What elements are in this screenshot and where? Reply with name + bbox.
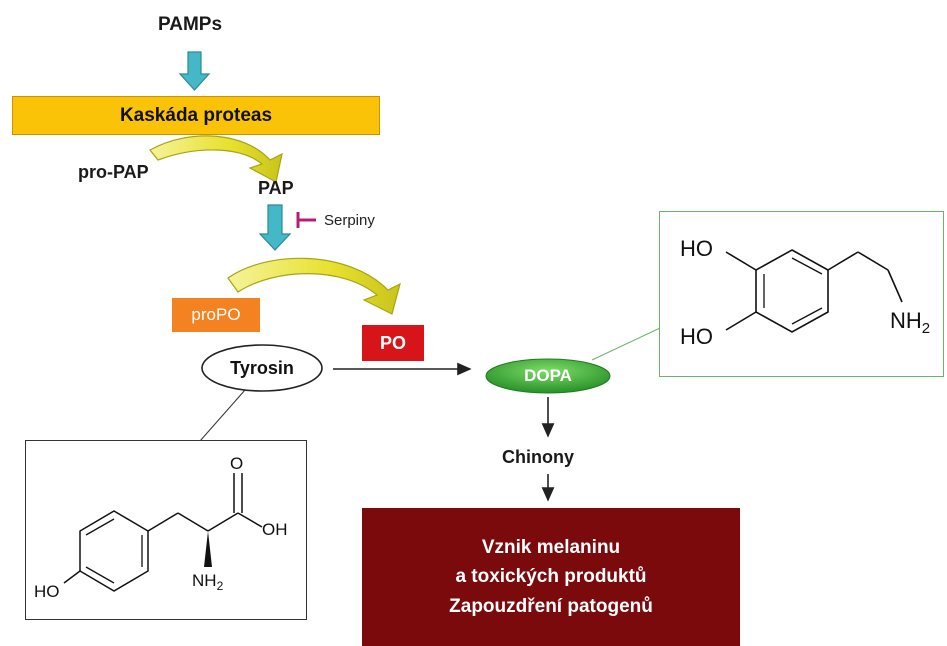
pamps-label: PAMPs <box>158 14 223 35</box>
dopamine-structure-drawing: HO HO NH2 <box>680 236 930 349</box>
curved-arrow-propo-po <box>227 257 401 315</box>
tyrosin-label: Tyrosin <box>230 357 294 378</box>
serpin-inhibition-mark <box>296 212 316 228</box>
tyrosine-nh2-subscript: 2 <box>217 579 224 593</box>
dopamine-nh2-label: NH <box>890 308 922 333</box>
leader-dopa-structure <box>591 327 661 361</box>
po-label: PO <box>379 332 406 353</box>
dopamine-ho-top-label: HO <box>680 236 713 261</box>
tyrosine-structure-drawing: O OH NH2 HO <box>34 454 288 601</box>
dopa-label: DOPA <box>524 366 572 385</box>
propo-label: proPO <box>191 305 241 324</box>
protease-cascade-box: Kaskáda proteas <box>12 96 380 135</box>
po-box: PO <box>362 325 424 361</box>
propo-box: proPO <box>172 298 260 332</box>
serpiny-label: Serpiny <box>324 212 375 229</box>
cyan-arrow-pap <box>258 204 292 251</box>
chinony-label: Chinony <box>502 447 574 467</box>
dopamine-nh2-subscript: 2 <box>922 320 930 337</box>
curved-arrow-propap-pap <box>149 135 283 183</box>
protease-cascade-label: Kaskáda proteas <box>119 104 273 126</box>
tyrosin-node: Tyrosin <box>202 345 322 391</box>
result-line-1: Vznik melaninu <box>481 536 621 558</box>
tyrosin-ellipse <box>201 344 323 392</box>
tyrosine-structure-panel: O OH NH2 HO <box>25 440 307 620</box>
pap-label: PAP <box>258 178 294 198</box>
dopamine-nh2-text: NH2 <box>890 308 930 337</box>
result-line-3: Zapouzdření patogenů <box>449 595 653 617</box>
tyrosine-ho-label: HO <box>34 582 60 601</box>
dopamine-structure-panel: HO HO NH2 <box>659 211 944 377</box>
leader-tyrosin-structure <box>199 389 246 442</box>
result-box: Vznik melaninu a toxických produktů Zapo… <box>362 508 740 646</box>
dopa-node: DOPA <box>486 360 610 392</box>
propap-label: pro-PAP <box>78 162 149 182</box>
dopa-ellipse <box>485 358 611 394</box>
tyrosine-nh2-text: NH2 <box>192 571 224 593</box>
tyrosine-oh-label: OH <box>262 520 288 539</box>
cyan-arrow-pamps <box>178 51 211 91</box>
result-line-2: a toxických produktů <box>455 566 647 588</box>
tyrosine-nh2-label: NH <box>192 571 217 590</box>
dopamine-ho-bottom-label: HO <box>680 324 713 349</box>
tyrosine-o-label: O <box>230 454 243 473</box>
